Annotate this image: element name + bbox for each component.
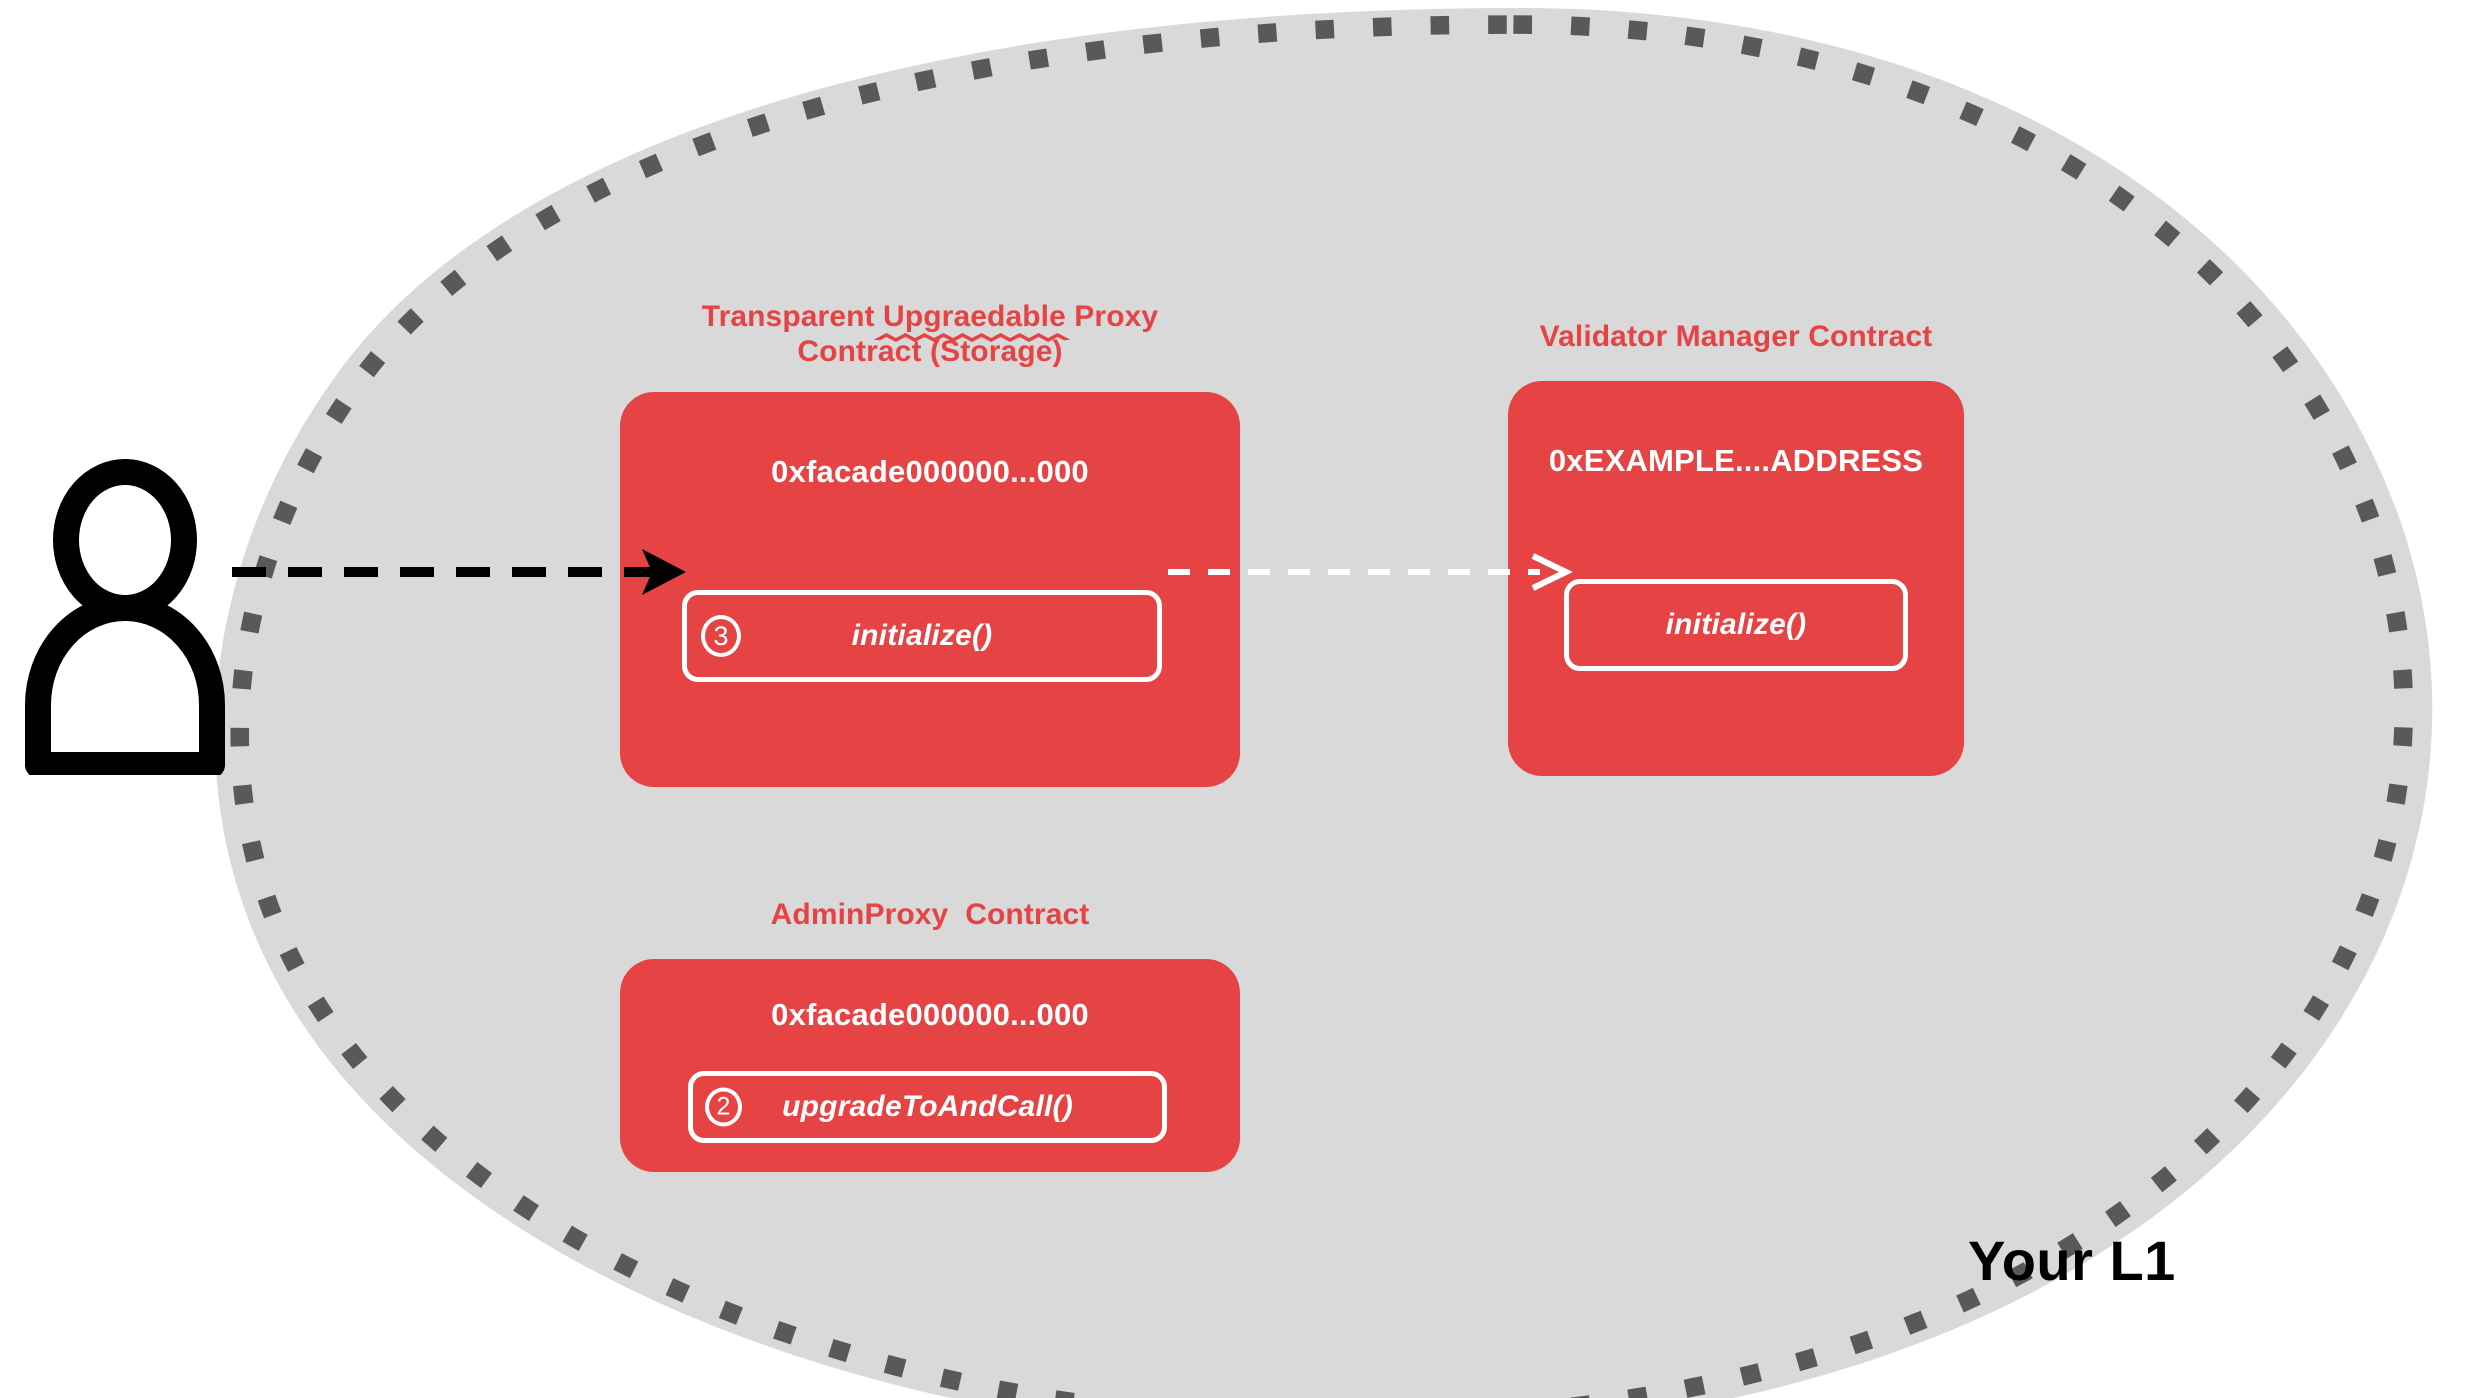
contract-box-transparent-proxy[interactable]: 0xfacade000000...000 3 initialize() <box>620 392 1240 787</box>
method-label-upgrade-to-and-call: upgradeToAndCall() <box>782 1089 1073 1123</box>
contract-title-admin-proxy: AdminProxy Contract <box>620 898 1240 933</box>
method-label-initialize: initialize() <box>1665 607 1807 641</box>
title-line-1: Validator Manager Contract <box>1539 320 1933 353</box>
method-pill-initialize[interactable]: 3 initialize() <box>682 590 1162 682</box>
misspelled-word-wrap: Transparent Upgraedable Proxy <box>701 300 1159 342</box>
contract-title-transparent-proxy: Transparent Upgraedable Proxy Contract (… <box>620 300 1240 369</box>
title-line-1: Transparent Upgraedable Proxy <box>701 300 1159 333</box>
spellcheck-squiggle-icon <box>873 332 1070 342</box>
person-icon <box>25 459 225 775</box>
contract-title-validator-manager: Validator Manager Contract <box>1508 320 1964 355</box>
title-line-1: AdminProxy Contract <box>770 898 1090 931</box>
contract-box-validator-manager[interactable]: 0xEXAMPLE....ADDRESS initialize() <box>1508 380 1964 776</box>
contract-validator-manager: Validator Manager Contract 0xEXAMPLE....… <box>1508 320 1964 776</box>
contract-address-admin-proxy: 0xfacade000000...000 <box>771 996 1089 1032</box>
method-pill-initialize[interactable]: initialize() <box>1564 578 1908 671</box>
contract-transparent-proxy: Transparent Upgraedable Proxy Contract (… <box>620 300 1240 787</box>
region-label-your-l1: Your L1 <box>1968 1229 2176 1292</box>
step-badge-3: 3 <box>701 615 741 657</box>
contract-address-validator-manager: 0xEXAMPLE....ADDRESS <box>1548 442 1924 478</box>
step-badge-2: 2 <box>705 1087 742 1126</box>
contract-address-transparent-proxy: 0xfacade000000...000 <box>771 454 1089 489</box>
contract-admin-proxy: AdminProxy Contract 0xfacade000000...000… <box>620 898 1240 1172</box>
method-pill-upgrade-to-and-call[interactable]: 2 upgradeToAndCall() <box>688 1070 1167 1143</box>
method-label-initialize: initialize() <box>851 619 993 652</box>
title-line-2: Contract (Storage) <box>797 334 1063 368</box>
contract-box-admin-proxy[interactable]: 0xfacade000000...000 2 upgradeToAndCall(… <box>620 958 1240 1172</box>
